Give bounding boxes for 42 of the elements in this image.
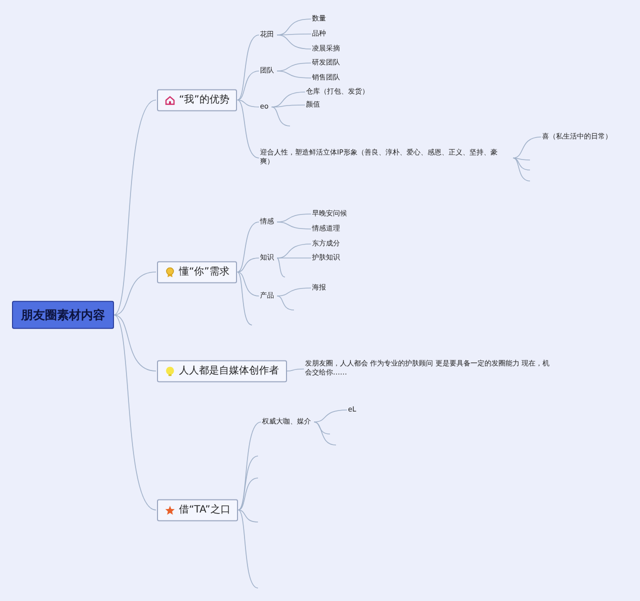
- branch-line: [286, 368, 304, 372]
- branch-line: [276, 258, 286, 278]
- branch-line: [238, 456, 258, 510]
- branch-line: [236, 34, 260, 100]
- branch-line: [114, 100, 156, 316]
- topic-box: [157, 89, 238, 111]
- branch-line: [271, 104, 306, 108]
- central-topic-box: 朋友圈素材内容: [12, 300, 114, 330]
- branch-line: [236, 70, 260, 100]
- branch-line: [114, 314, 156, 372]
- branch-line: [314, 410, 348, 422]
- topic-label: 借“TA”之口: [179, 503, 230, 517]
- branch-line: [238, 510, 258, 522]
- branch-line: [238, 422, 262, 510]
- branch-line: [271, 106, 290, 126]
- topic-box: [157, 499, 238, 521]
- topic-label: “我”的优势: [179, 93, 230, 107]
- branch-line: [238, 478, 258, 510]
- branch-line: [276, 288, 312, 296]
- topic-box: [157, 360, 287, 382]
- topic-label: 人人都是自媒体创作者: [179, 364, 279, 378]
- branch-line: [236, 222, 260, 272]
- branch-line: [114, 272, 156, 316]
- branch-line: [114, 314, 156, 510]
- branch-line: [236, 100, 260, 158]
- branch-line: [314, 422, 336, 446]
- branch-line: [236, 272, 252, 326]
- branch-line: [236, 272, 260, 296]
- branch-line: [512, 136, 542, 158]
- branch-line: [236, 258, 260, 272]
- branch-line: [238, 510, 258, 588]
- branch-line: [276, 296, 294, 310]
- branch-line: [276, 222, 312, 230]
- branch-line: [236, 100, 260, 108]
- topic-box: [157, 261, 238, 283]
- branch-line: [276, 34, 312, 36]
- branch-line: [276, 34, 312, 50]
- branch-line: [512, 158, 530, 160]
- branch-line: [512, 158, 530, 182]
- branch-line: [276, 70, 312, 78]
- topic-label: 懂“你”需求: [179, 265, 230, 279]
- branch-line: [512, 158, 530, 170]
